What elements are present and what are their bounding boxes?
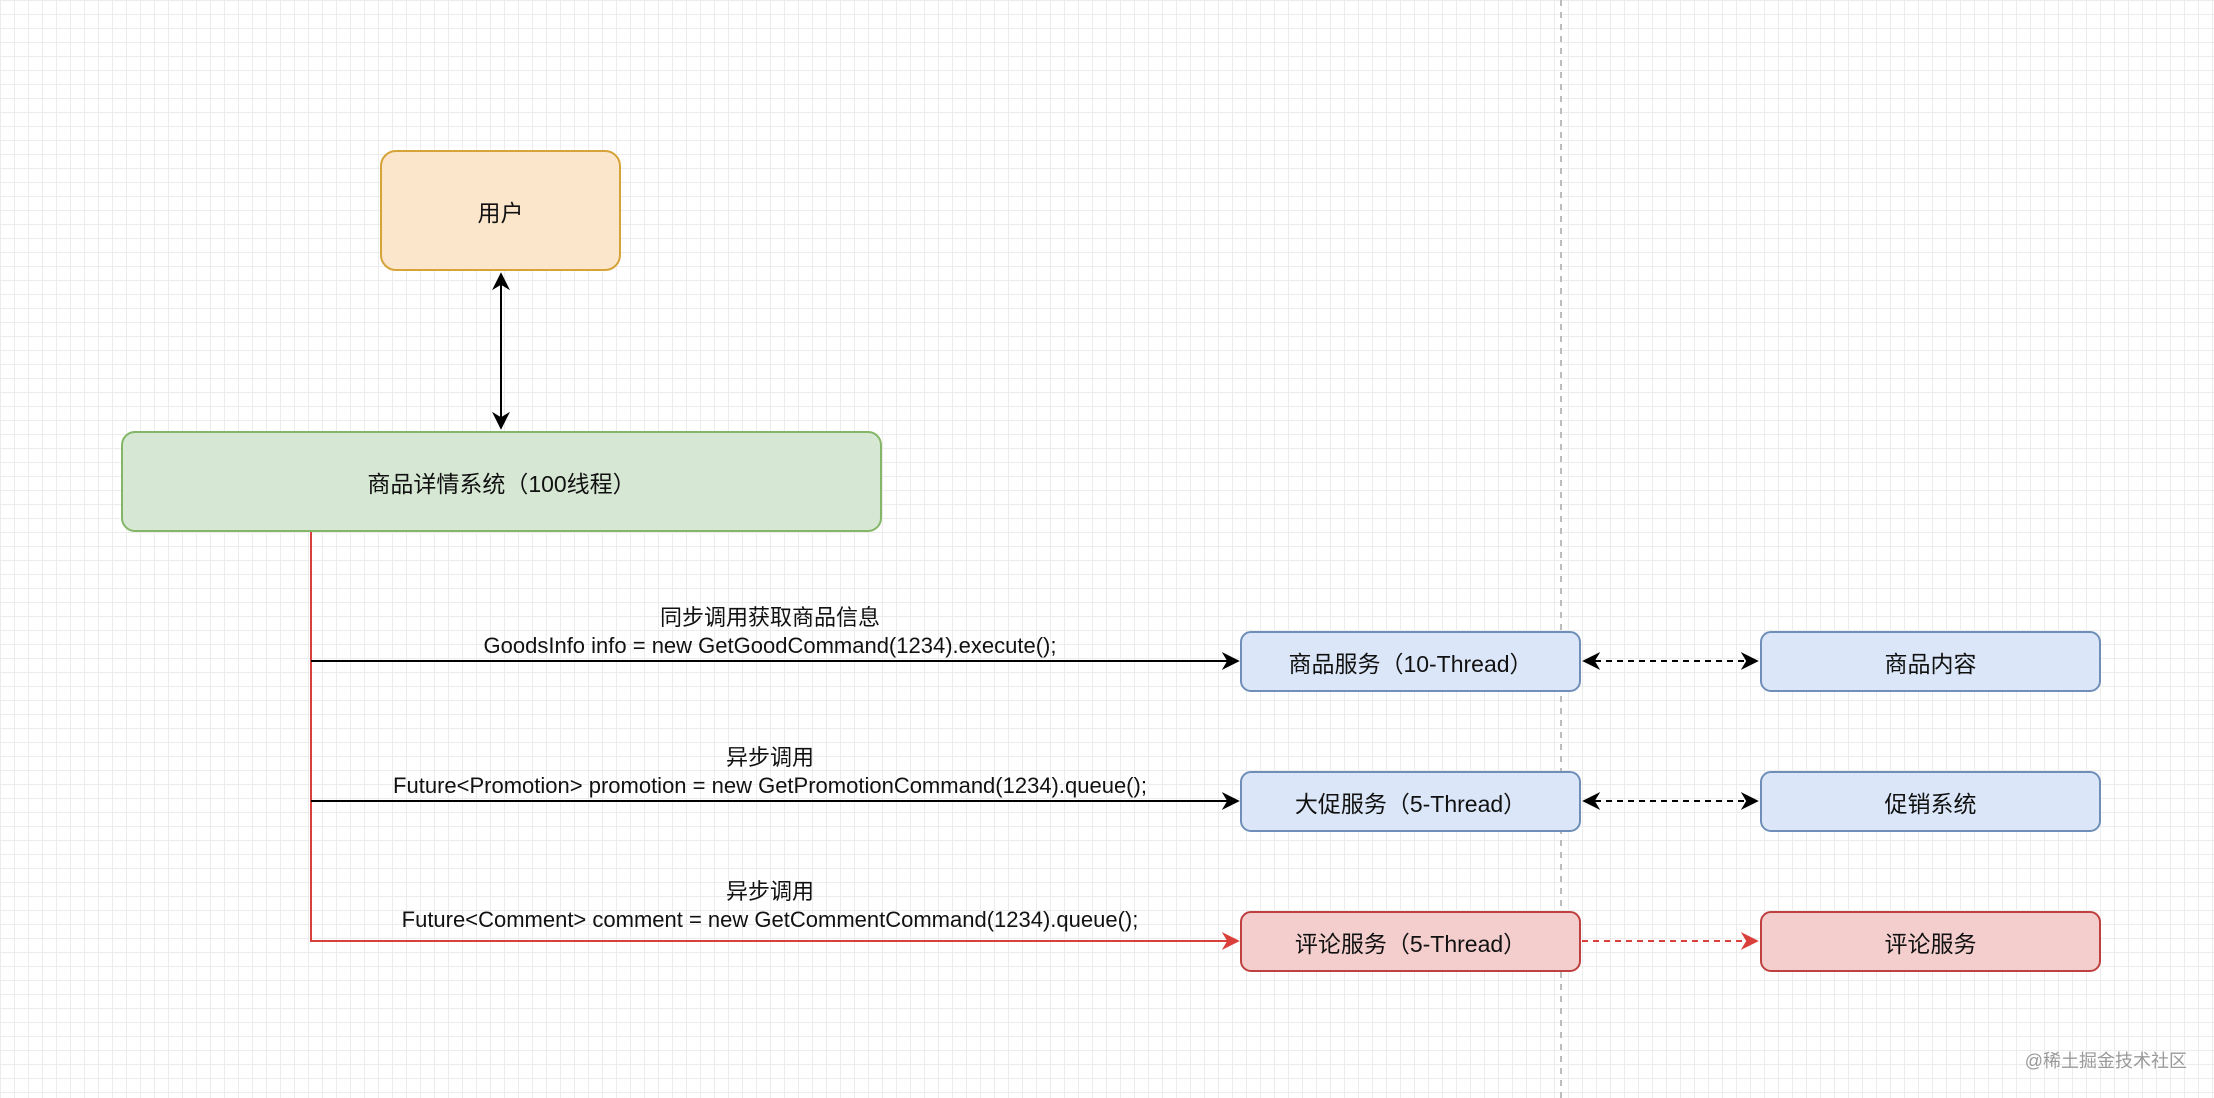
call-title: 同步调用获取商品信息 <box>659 605 880 630</box>
goods-service-node[interactable]: 商品服务（10-Thread） <box>1240 631 1581 692</box>
service-node-label: 大促服务（5-Thread） <box>1294 790 1527 817</box>
call-label-comment: 异步调用 Future<Comment> comment = new GetCo… <box>402 878 1139 934</box>
service-node-label: 商品服务（10-Thread） <box>1288 650 1533 677</box>
call-title: 异步调用 <box>725 879 814 904</box>
product-detail-system-node[interactable]: 商品详情系统（100线程） <box>121 431 882 532</box>
goods-content-node[interactable]: 商品内容 <box>1760 631 2101 692</box>
user-node-label: 用户 <box>477 199 524 226</box>
call-label-promotion: 异步调用 Future<Promotion> promotion = new G… <box>393 744 1147 800</box>
call-code: Future<Promotion> promotion = new GetPro… <box>393 773 1147 798</box>
service-node-label: 评论服务（5-Thread） <box>1294 930 1527 957</box>
promotion-service-node[interactable]: 大促服务（5-Thread） <box>1240 771 1581 832</box>
comment-backend-node[interactable]: 评论服务 <box>1760 911 2101 972</box>
system-node-label: 商品详情系统（100线程） <box>367 470 636 497</box>
call-trunk-line <box>310 532 1240 950</box>
user-node[interactable]: 用户 <box>380 150 621 271</box>
promotion-system-node[interactable]: 促销系统 <box>1760 771 2101 832</box>
watermark: @稀土掘金技术社区 <box>2024 1051 2187 1071</box>
call-code: Future<Comment> comment = new GetComment… <box>401 907 1139 932</box>
call-label-goods: 同步调用获取商品信息 GoodsInfo info = new GetGoodC… <box>484 604 1057 660</box>
call-code: GoodsInfo info = new GetGoodCommand(1234… <box>483 633 1057 658</box>
target-node-label: 评论服务 <box>1884 930 1977 957</box>
target-node-label: 促销系统 <box>1884 790 1977 817</box>
comment-service-node[interactable]: 评论服务（5-Thread） <box>1240 911 1581 972</box>
target-node-label: 商品内容 <box>1884 650 1977 677</box>
call-title: 异步调用 <box>725 745 815 770</box>
